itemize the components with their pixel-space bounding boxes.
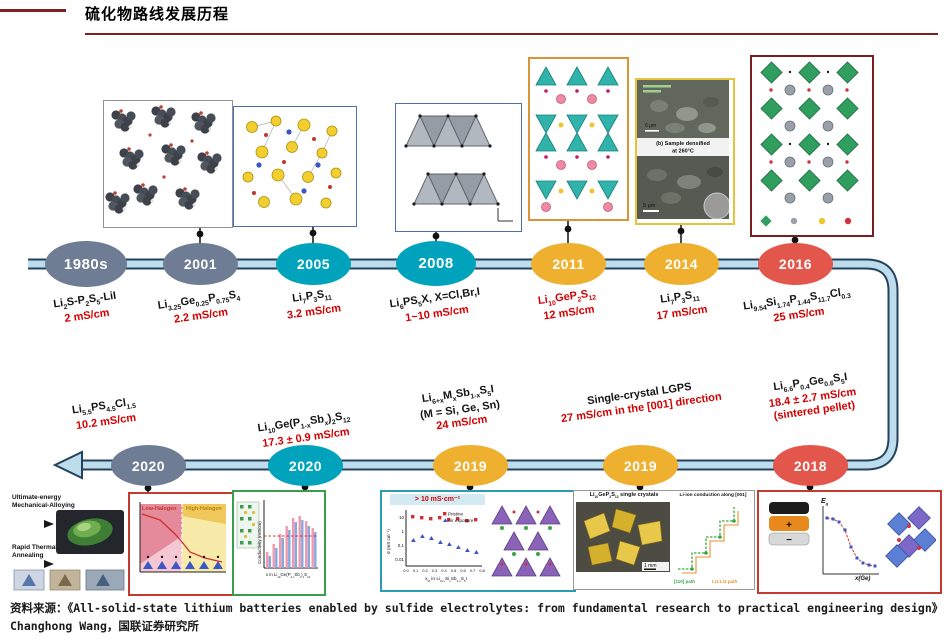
year-label: 2020 (288, 457, 323, 474)
year-label: 2014 (664, 256, 699, 272)
scatter-legend-air: Air exposure (448, 518, 474, 523)
scatter-ytick: 10 (399, 515, 405, 520)
sem-caption-line2: at 260°C (672, 149, 694, 155)
timeline-node-2005: 2005 (276, 243, 351, 285)
connector-dots (144, 225, 814, 492)
crystals-caption: Li10GeP2S12 single crystals (589, 492, 659, 500)
year-label: 2020 (131, 457, 166, 474)
synthesis-step1-line2: Mechanical-Alloying (12, 502, 75, 509)
tetrahedra-art (404, 114, 513, 222)
battery-minus-sign: − (786, 535, 792, 546)
header-red-dash (0, 9, 66, 12)
figure-synthesis-flow: Ultimate-energy Mechanical-Alloying Rapi… (10, 492, 126, 592)
timeline-node-2020-a: 2020 (111, 445, 186, 486)
figure-glass-structure (233, 106, 357, 227)
figure-lgps-structure (528, 57, 629, 221)
timeline-node-1980s: 1980s (45, 241, 127, 287)
barchart-xlabel: x in Li10Ge(P1-xSbx)2S12 (265, 572, 311, 579)
crystals-art: 1 mm (576, 502, 739, 574)
scatter-xtick: 0.4 (441, 568, 447, 573)
scatter-xtick: 0.2 (422, 568, 428, 573)
timeline-arrowhead-icon (52, 450, 83, 480)
crystals-scale: 1 mm (644, 563, 657, 569)
scatter-xtick: 0.0 (403, 568, 409, 573)
year-label: 2019 (453, 457, 488, 474)
sem-caption-line1: (b) Sample densified (656, 141, 710, 147)
synthesis-step1-line1: Ultimate-energy (12, 494, 62, 501)
scatter-xtick: 0.6 (460, 568, 466, 573)
scatter-banner: > 10 mS·cm⁻¹ (390, 494, 485, 505)
battery-xlabel: x(Ge) (855, 576, 871, 582)
figure-argyrodite-structure (750, 55, 874, 237)
year-label: 2011 (552, 256, 585, 272)
sem-art: 6 μm (b) Sample densified at 260°C 5 μm (637, 80, 731, 220)
timeline-node-2008: 2008 (396, 241, 476, 286)
lgps-art (535, 66, 619, 212)
timeline-node-2016: 2016 (758, 243, 833, 285)
halogen-low-label: Low-Halogen (142, 506, 177, 512)
atom-scatter-art (242, 115, 342, 209)
figure-battery-activation: + − Ea x(Ge) (757, 490, 942, 594)
figure-scatter-conductivity: > 10 mS·cm⁻¹ σ (mS cm⁻¹) 10 1 0.1 0.01 0… (380, 490, 576, 592)
battery-art: + − (768, 502, 936, 575)
source-text: 《All-solid-state lithium batteries enabl… (10, 601, 938, 633)
year-label: 1980s (63, 255, 109, 273)
figure-halogen-phase-plot: Low-Halogen High-Halogen (128, 492, 236, 596)
scatter-plot-art: σ (mS cm⁻¹) 10 1 0.1 0.01 0.0 0.1 0.2 0.… (386, 505, 561, 577)
timeline-node-2014: 2014 (644, 243, 719, 285)
year-label: 2008 (418, 255, 454, 272)
timeline-node-2019-b: 2019 (603, 445, 678, 486)
scatter-xtick: 0.8 (479, 568, 485, 573)
figure-conductivity-barchart: Conductivity (mS/cm) x in Li10Ge(P1-xSbx… (232, 490, 326, 596)
crystals-path1-label: [110] path (674, 579, 696, 584)
year-label: 2001 (183, 256, 218, 272)
figure-tetrahedra-structure (395, 103, 522, 232)
argyrodite-art (760, 61, 859, 227)
crystal-cluster-art (105, 105, 222, 214)
scatter-ylabel: σ (mS cm⁻¹) (386, 529, 391, 554)
source-prefix: 资料来源： (10, 601, 68, 615)
scatter-legend-pristine: Pristine (448, 512, 464, 517)
synthesis-step2-line2: Annealing (12, 552, 44, 559)
timeline-line-fill (28, 260, 897, 469)
halogen-plot-art (139, 502, 226, 573)
year-label: 2005 (296, 256, 331, 272)
barchart-ylabel: Conductivity (mS/cm) (257, 521, 262, 564)
timeline-node-2019-a: 2019 (433, 445, 508, 486)
timeline-node-2001: 2001 (163, 243, 238, 285)
synthesis-art (13, 510, 125, 591)
sem-scale-bottom: 5 μm (643, 203, 656, 209)
timeline-node-2020-b: 2020 (268, 445, 343, 486)
year-label: 2019 (623, 457, 658, 474)
title-underline (85, 33, 938, 35)
crystals-path2-label: Li1-Li3 path (712, 579, 738, 584)
source-citation: 资料来源：《All-solid-state lithium batteries … (10, 600, 938, 636)
scatter-xtick: 0.7 (470, 568, 476, 573)
scatter-ytick: 0.01 (395, 557, 404, 562)
scatter-ytick: 0.1 (398, 543, 405, 548)
scatter-xtick: 0.1 (413, 568, 419, 573)
scatter-xtick: 0.5 (451, 568, 457, 573)
scatter-ytick: 1 (401, 529, 404, 534)
battery-ea-label: Ea (821, 498, 829, 507)
synthesis-step2-line1: Rapid Thermal (12, 544, 58, 551)
year-label: 2016 (778, 256, 813, 272)
year-label: 2018 (793, 457, 828, 474)
halogen-high-label: High-Halogen (186, 506, 222, 512)
crystals-right-caption: Li-ion conduction along [001] (679, 493, 747, 498)
scatter-xlabel: xM in Li6+xSixSb1-xS5I (425, 577, 467, 583)
figure-single-crystals: Li10GeP2S12 single crystals 1 mm Li-ion … (573, 490, 755, 590)
battery-plus-sign: + (786, 520, 792, 531)
sem-scale-top: 6 μm (645, 123, 656, 129)
timeline-node-2018: 2018 (773, 445, 848, 486)
timeline-node-2011: 2011 (531, 243, 606, 285)
page-title: 硫化物路线发展历程 (85, 6, 230, 23)
barchart-art: Conductivity (mS/cm) (236, 500, 318, 569)
figure-sem-image: 6 μm (b) Sample densified at 260°C 5 μm (635, 78, 735, 225)
scatter-xtick: 0.3 (432, 568, 438, 573)
figure-glass-ceramic (103, 100, 233, 228)
